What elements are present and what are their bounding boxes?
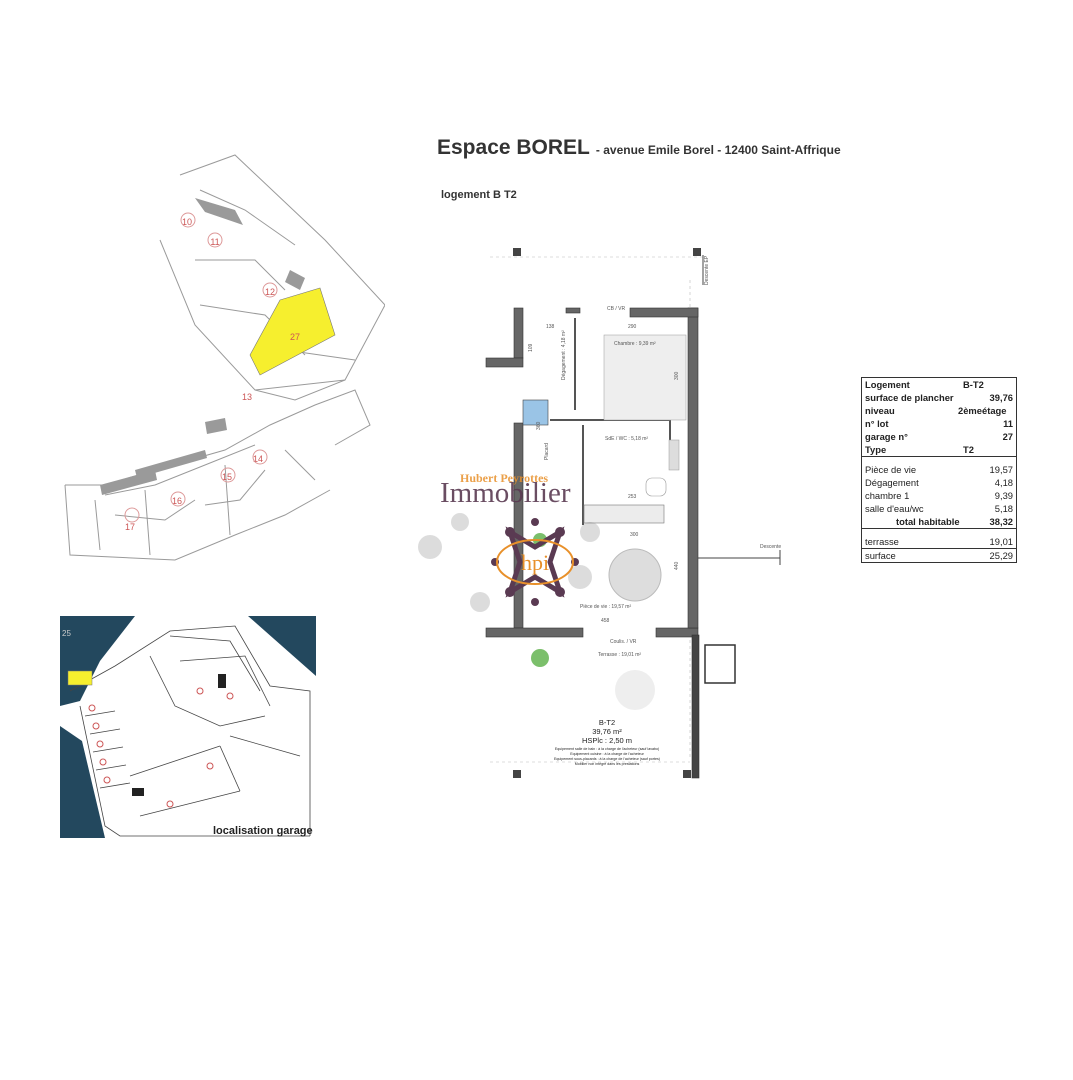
lot-number: 17 [125,522,135,532]
plan-note: Equipement cuisine : à la charge de l'ac… [570,752,644,756]
lot-number: 14 [253,454,263,464]
drainpipe-label: Descente [760,544,781,550]
garage-numbers [88,687,234,808]
site-plan-marks [124,212,278,523]
building-name: Espace BOREL [437,136,590,159]
garage-caption: localisation garage [213,825,313,837]
kitchen-counter [583,504,665,524]
dining-table [608,548,662,602]
closet-label: Placard [544,443,550,460]
unit-subtitle: logement B T2 [441,189,517,201]
dimension: 253 [628,494,637,500]
room-label-piece: Pièce de vie : 19,57 m² [580,604,631,610]
garage-plan-dark-area [60,616,135,706]
page-title: Espace BOREL - avenue Emile Borel - 12400… [437,136,841,160]
apartment-floor-plan: CB / VR Chambre : 9,39 m² Dégagement : 4… [485,248,781,779]
plan-caption-area: 39,76 m² [592,727,622,736]
dimension: 109 [528,343,534,352]
lot-number: 12 [265,287,275,297]
dimension: 440 [674,561,680,570]
lot-number: 13 [242,392,252,402]
hpi-mark: hpi [521,550,549,575]
lot-number: 15 [222,472,232,482]
room-label-degagement: Dégagement : 4,18 m² [561,330,567,380]
drainpipe-label: Descente EP [704,255,710,285]
dimension: 300 [630,532,639,538]
plant-icon [531,649,549,667]
garage-plan-walls [69,625,311,837]
dimension: 290 [628,324,637,330]
plan-note: Equipement salle de bain : à la charge d… [555,747,659,751]
dimension: 360 [536,421,542,430]
address: - avenue Emile Borel - 12400 Saint-Affri… [595,143,841,157]
garage-corner-label: 25 [62,629,71,638]
watermark-small-text: Hubert Peyrottes [460,471,548,485]
plan-caption-code: B-T2 [599,718,615,727]
room-label-chambre: Chambre : 9,39 m² [614,341,656,347]
room-label-sde: SdE / WC : 5,18 m² [605,436,648,442]
plan-walls [485,307,700,779]
plan-note: Mobilier non intégré dans les prestation… [575,762,640,766]
info-row: garage n°27 [865,431,1013,442]
dimension: 138 [546,324,555,330]
room-label-terrasse: Terrasse : 19,01 m² [598,652,641,658]
window-label: Coulis. / VR [610,639,637,645]
dimensions: 290 138 109 300 360 253 300 440 458 [528,324,680,624]
bed [603,334,687,421]
lot-number: 27 [290,332,300,342]
garage-plan: 25 [60,616,316,838]
hpi-emblem: hpi [491,518,579,606]
shower [522,399,549,426]
highlighted-garage [67,670,93,686]
plan-note: Equipement sous-placards : à la charge d… [554,757,660,761]
site-plan: 10 11 12 27 13 14 15 16 17 [64,154,385,561]
watermark-large-text: Immobilier [440,477,571,509]
lot-number: 11 [210,237,219,247]
lot-number: 10 [182,217,192,227]
toilet [645,477,667,497]
dimension: 458 [601,618,610,624]
window-label: CB / VR [607,306,625,312]
plan-caption-hsp: HSPlc : 2,50 m [582,736,632,745]
agency-watermark: Hubert Peyrottes Immobilier hpi [418,471,600,612]
site-plan-hatch [100,198,305,495]
dimension: 300 [674,371,680,380]
watermark-shadow [418,513,600,612]
highlighted-lot [249,287,336,376]
lot-number: 16 [172,496,182,506]
